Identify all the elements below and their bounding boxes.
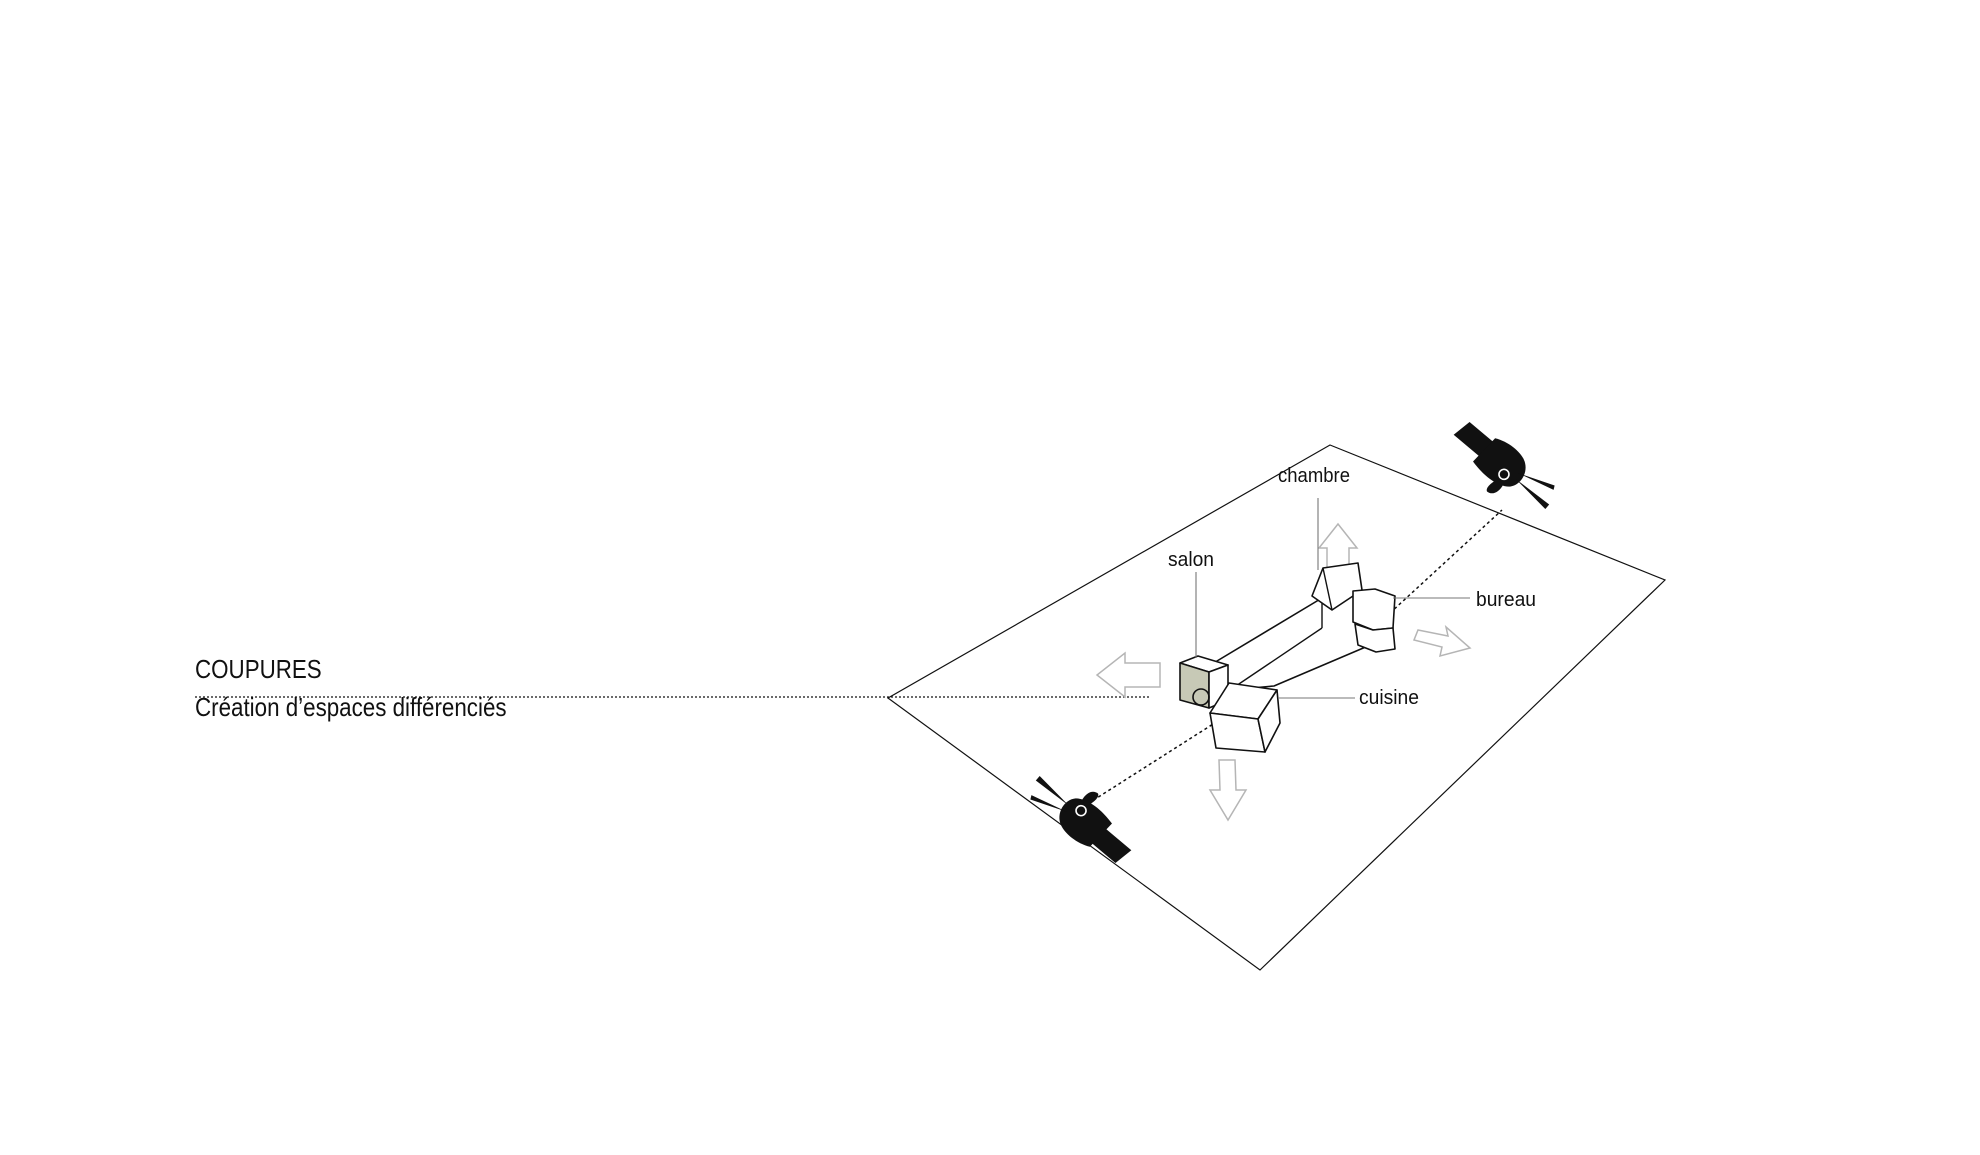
bureau-volume xyxy=(1352,588,1396,631)
arrow-icon xyxy=(1208,759,1248,822)
hand-scissors-icon xyxy=(1453,421,1555,510)
salon-marker xyxy=(1192,688,1210,706)
label-bureau: bureau xyxy=(1476,589,1536,611)
cuisine-volume-side xyxy=(1257,689,1281,753)
central-bar xyxy=(1211,592,1369,691)
arrow-icon xyxy=(1095,651,1161,699)
bureau-volume-side xyxy=(1354,623,1396,653)
label-chambre: chambre xyxy=(1278,465,1350,487)
title-block: COUPURES Création d’espaces différenciés xyxy=(195,656,557,720)
cuisine-volume-front xyxy=(1209,712,1266,753)
diagram-title: COUPURES xyxy=(195,654,322,684)
cut-line xyxy=(1077,711,1233,811)
label-salon: salon xyxy=(1168,549,1214,571)
leader-lines xyxy=(1195,498,1470,699)
arrow-icon xyxy=(1412,624,1472,658)
cut-line xyxy=(1389,509,1503,614)
building-volumes xyxy=(1179,562,1396,753)
diagram-subtitle: Création d’espaces différenciés xyxy=(195,692,507,722)
hand-scissors-icon xyxy=(1030,775,1132,864)
ground-plane xyxy=(886,444,1667,971)
label-cuisine: cuisine xyxy=(1359,687,1419,709)
